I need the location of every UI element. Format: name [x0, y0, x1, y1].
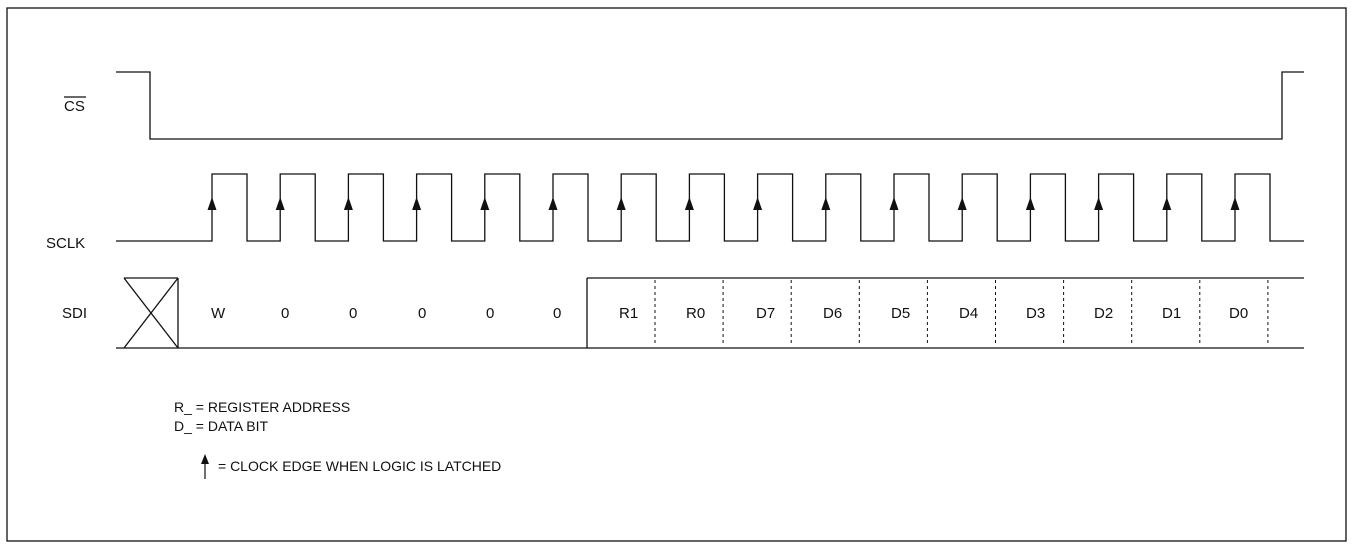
x-cross-icon: [123, 277, 179, 349]
sdi-bus: [116, 277, 1304, 349]
sclk-waveform: [116, 173, 1304, 242]
up-arrow-icon: [343, 197, 353, 210]
up-arrow-icon: [1162, 197, 1172, 210]
sclk-label: SCLK: [46, 235, 85, 252]
sdi-bit-label: D0: [1229, 305, 1248, 322]
legend-data: D_ = DATA BIT: [174, 418, 268, 434]
legend-register: R_ = REGISTER ADDRESS: [174, 399, 350, 415]
sdi-bit-label: D5: [891, 305, 910, 322]
up-arrow-icon: [957, 197, 967, 210]
up-arrow-icon: [684, 197, 694, 210]
sdi-bit-label: W: [211, 305, 226, 322]
sdi-bit-label: 0: [418, 305, 426, 322]
up-arrow-icon: [1230, 197, 1240, 210]
legend: R_ = REGISTER ADDRESS D_ = DATA BIT = CL…: [174, 399, 501, 479]
sdi-bit-label: D4: [959, 305, 978, 322]
up-arrow-icon: [1025, 197, 1035, 210]
up-arrow-icon: [275, 197, 285, 210]
sdi-bit-label: 0: [553, 305, 561, 322]
up-arrow-icon: [1094, 197, 1104, 210]
up-arrow-icon: [412, 197, 422, 210]
up-arrow-icon: [753, 197, 763, 210]
cs-waveform: [116, 71, 1304, 140]
sdi-bit-labels: W 0 0 0 0 0 R1 R0 D7 D6 D5 D4 D3 D2 D1 D0: [211, 305, 1248, 322]
sdi-label: SDI: [62, 305, 87, 322]
sdi-bit-label: 0: [281, 305, 289, 322]
sdi-bit-label: D2: [1094, 305, 1113, 322]
diagram-frame: [6, 7, 1347, 542]
up-arrow-icon: [889, 197, 899, 210]
up-arrow-icon: [201, 454, 209, 479]
sdi-bit-label: D7: [756, 305, 775, 322]
up-arrow-icon: [821, 197, 831, 210]
sdi-bit-label: R1: [619, 305, 638, 322]
sdi-bit-label: D3: [1026, 305, 1045, 322]
sdi-bit-label: R0: [686, 305, 705, 322]
cs-label: CS: [64, 98, 85, 115]
up-arrow-icon: [480, 197, 490, 210]
legend-clock-edge: = CLOCK EDGE WHEN LOGIC IS LATCHED: [218, 458, 501, 474]
up-arrow-icon: [207, 197, 217, 210]
sdi-bit-label: 0: [486, 305, 494, 322]
sdi-bit-dividers: [654, 280, 1269, 346]
sdi-bit-label: 0: [349, 305, 357, 322]
up-arrow-icon: [616, 197, 626, 210]
sdi-bit-label: D6: [823, 305, 842, 322]
sclk-clock-edges: [207, 197, 1240, 210]
sdi-bit-label: D1: [1162, 305, 1181, 322]
up-arrow-icon: [548, 197, 558, 210]
